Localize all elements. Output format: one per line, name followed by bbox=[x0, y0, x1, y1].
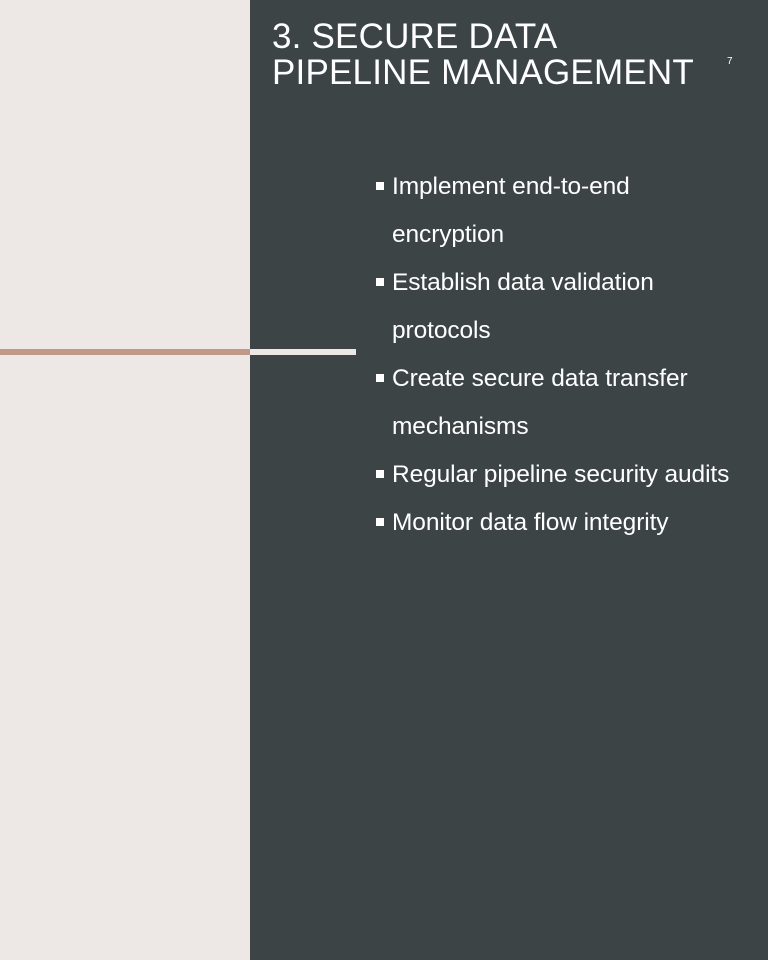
bullet-text: Regular pipeline security audits bbox=[392, 461, 730, 488]
slide-title: 3. SECURE DATA PIPELINE MANAGEMENT bbox=[272, 19, 732, 91]
light-divider-line bbox=[250, 349, 356, 355]
bullet-item: Monitor data flow integrity bbox=[374, 499, 734, 547]
bullet-item: Regular pipeline security audits bbox=[374, 451, 734, 499]
left-panel bbox=[0, 0, 250, 960]
bullet-text: Create secure data transfer mechanisms bbox=[392, 365, 688, 440]
right-panel bbox=[250, 0, 768, 960]
bullet-item: Establish data validation protocols bbox=[374, 259, 734, 355]
bullet-item: Implement end-to-end encryption bbox=[374, 163, 734, 259]
bullet-text: Establish data validation protocols bbox=[392, 269, 654, 344]
slide-title-line-2: PIPELINE MANAGEMENT bbox=[272, 53, 694, 92]
square-bullet-icon bbox=[376, 182, 384, 190]
bullet-text: Monitor data flow integrity bbox=[392, 509, 669, 536]
square-bullet-icon bbox=[376, 518, 384, 526]
bullet-text: Implement end-to-end encryption bbox=[392, 173, 630, 248]
square-bullet-icon bbox=[376, 470, 384, 478]
slide-number: 7 bbox=[727, 56, 733, 67]
slide-title-line-1: 3. SECURE DATA bbox=[272, 17, 558, 56]
accent-divider-line bbox=[0, 349, 250, 355]
square-bullet-icon bbox=[376, 374, 384, 382]
bullet-list: Implement end-to-end encryption Establis… bbox=[374, 163, 734, 547]
square-bullet-icon bbox=[376, 278, 384, 286]
bullet-item: Create secure data transfer mechanisms bbox=[374, 355, 734, 451]
